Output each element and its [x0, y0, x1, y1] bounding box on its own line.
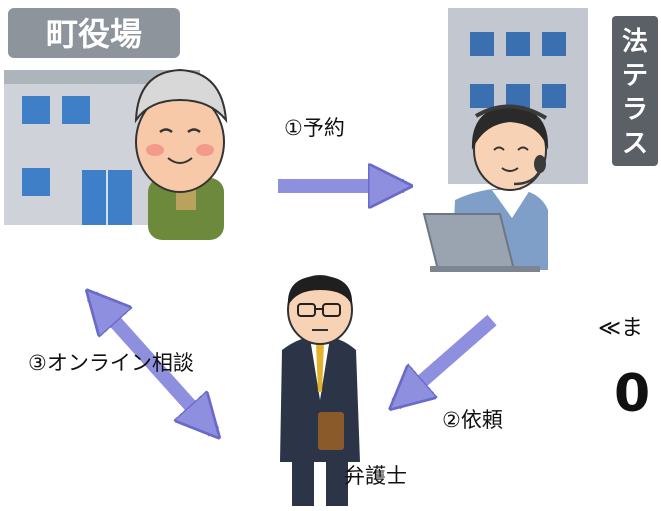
cut-off-heading: ≪ま — [598, 316, 644, 341]
window-icon — [470, 84, 494, 108]
window-icon — [506, 32, 530, 56]
operator-illustration — [422, 104, 549, 272]
elderly-man-hat — [134, 68, 228, 124]
houterasu-sign-char: 法 — [622, 27, 648, 57]
step-reserve-label: ①予約 — [284, 116, 345, 140]
elderly-man-illustration — [134, 68, 228, 240]
briefcase-icon — [318, 412, 344, 450]
lawyer-label: 弁護士 — [344, 464, 407, 488]
window-icon — [22, 168, 50, 196]
town-hall-sign: 町役場 — [46, 15, 142, 53]
window-icon — [542, 32, 566, 56]
lawyer-tie — [316, 342, 324, 392]
cut-off-number: 0 — [614, 364, 651, 424]
online-consultation-arrow — [92, 296, 214, 432]
window-icon — [506, 84, 530, 108]
headset-icon — [474, 104, 548, 120]
request-arrow — [396, 314, 497, 404]
lawyer-hair — [287, 276, 353, 306]
houterasu-sign-char: テ — [622, 61, 648, 91]
window-icon — [542, 84, 566, 108]
window-icon — [62, 96, 90, 124]
houterasu-sign-char: ラ — [622, 95, 648, 125]
town-hall-sign-board — [8, 8, 180, 58]
step-online-label: ③オンライン相談 — [28, 351, 194, 375]
window-icon — [22, 96, 50, 124]
step-request-label: ②依頼 — [442, 408, 503, 432]
window-icon — [470, 32, 494, 56]
houterasu-sign-board — [612, 16, 658, 166]
houterasu-sign-char: ス — [622, 129, 648, 159]
lawyer-illustration — [280, 275, 360, 506]
town-hall-illustration: 町役場 — [4, 8, 200, 225]
laptop-icon — [422, 213, 516, 271]
operator-hair — [471, 106, 549, 150]
